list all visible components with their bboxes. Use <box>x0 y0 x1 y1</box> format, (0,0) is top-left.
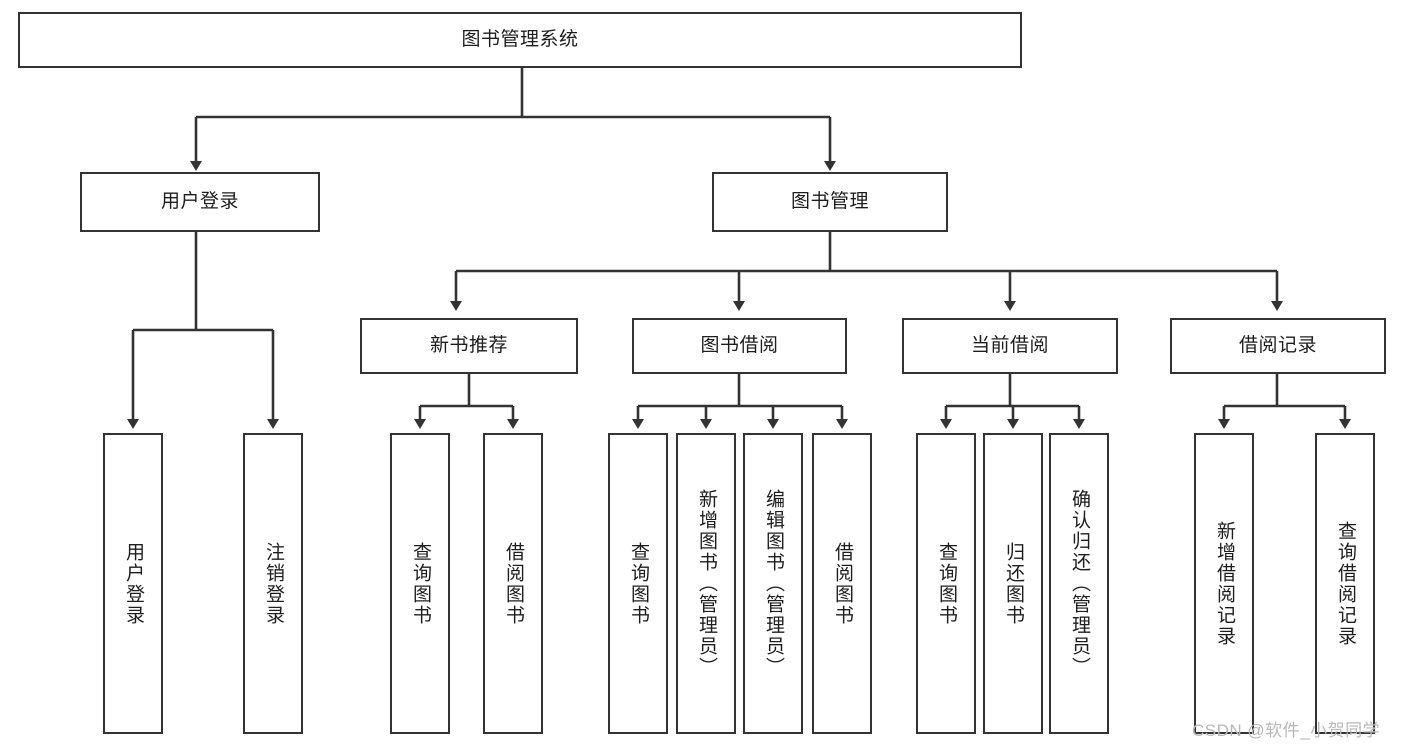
leaf-return-book-label: 归还图书 <box>1002 541 1024 626</box>
leaf-confirm-return[interactable]: 确认归还（管理员） <box>1049 433 1109 734</box>
node-borrow-record[interactable]: 借阅记录 <box>1170 318 1386 374</box>
leaf-query-record-label: 查询借阅记录 <box>1334 520 1356 647</box>
leaf-user-login[interactable]: 用户登录 <box>103 433 163 734</box>
leaf-query-book-2-label: 查询图书 <box>627 541 649 626</box>
leaf-logout-login[interactable]: 注销登录 <box>243 433 303 734</box>
node-user-login-label: 用户登录 <box>160 191 239 213</box>
leaf-user-login-label: 用户登录 <box>122 541 144 626</box>
node-borrow-record-label: 借阅记录 <box>1238 335 1317 357</box>
node-root-label: 图书管理系统 <box>461 29 579 51</box>
node-root[interactable]: 图书管理系统 <box>18 12 1022 68</box>
leaf-borrow-book-2-label: 借阅图书 <box>831 541 853 626</box>
leaf-add-record[interactable]: 新增借阅记录 <box>1194 433 1254 734</box>
leaf-query-book-1-label: 查询图书 <box>409 541 431 626</box>
node-new-book-recommend-label: 新书推荐 <box>429 335 508 357</box>
leaf-logout-login-label: 注销登录 <box>262 541 284 626</box>
leaf-query-book-2[interactable]: 查询图书 <box>608 433 668 734</box>
leaf-borrow-book-2[interactable]: 借阅图书 <box>812 433 872 734</box>
leaf-confirm-return-label: 确认归还（管理员） <box>1068 489 1090 678</box>
leaf-add-book-label: 新增图书（管理员） <box>695 489 717 678</box>
leaf-borrow-book-1[interactable]: 借阅图书 <box>483 433 543 734</box>
leaf-query-book-1[interactable]: 查询图书 <box>390 433 450 734</box>
leaf-query-book-3[interactable]: 查询图书 <box>916 433 976 734</box>
node-book-manage[interactable]: 图书管理 <box>712 172 948 232</box>
leaf-return-book[interactable]: 归还图书 <box>983 433 1043 734</box>
node-current-borrow[interactable]: 当前借阅 <box>902 318 1118 374</box>
node-book-manage-label: 图书管理 <box>790 191 869 213</box>
leaf-edit-book[interactable]: 编辑图书（管理员） <box>743 433 803 734</box>
leaf-add-record-label: 新增借阅记录 <box>1213 520 1235 647</box>
leaf-edit-book-label: 编辑图书（管理员） <box>762 489 784 678</box>
csdn-watermark: CSDN @软件_小贺同学 <box>1192 721 1381 740</box>
node-book-borrow-label: 图书借阅 <box>700 335 779 357</box>
node-new-book-recommend[interactable]: 新书推荐 <box>360 318 578 374</box>
leaf-borrow-book-1-label: 借阅图书 <box>502 541 524 626</box>
node-book-borrow[interactable]: 图书借阅 <box>632 318 847 374</box>
node-current-borrow-label: 当前借阅 <box>970 335 1049 357</box>
leaf-query-book-3-label: 查询图书 <box>935 541 957 626</box>
leaf-query-record[interactable]: 查询借阅记录 <box>1315 433 1375 734</box>
leaf-add-book[interactable]: 新增图书（管理员） <box>676 433 736 734</box>
node-user-login[interactable]: 用户登录 <box>80 172 320 232</box>
